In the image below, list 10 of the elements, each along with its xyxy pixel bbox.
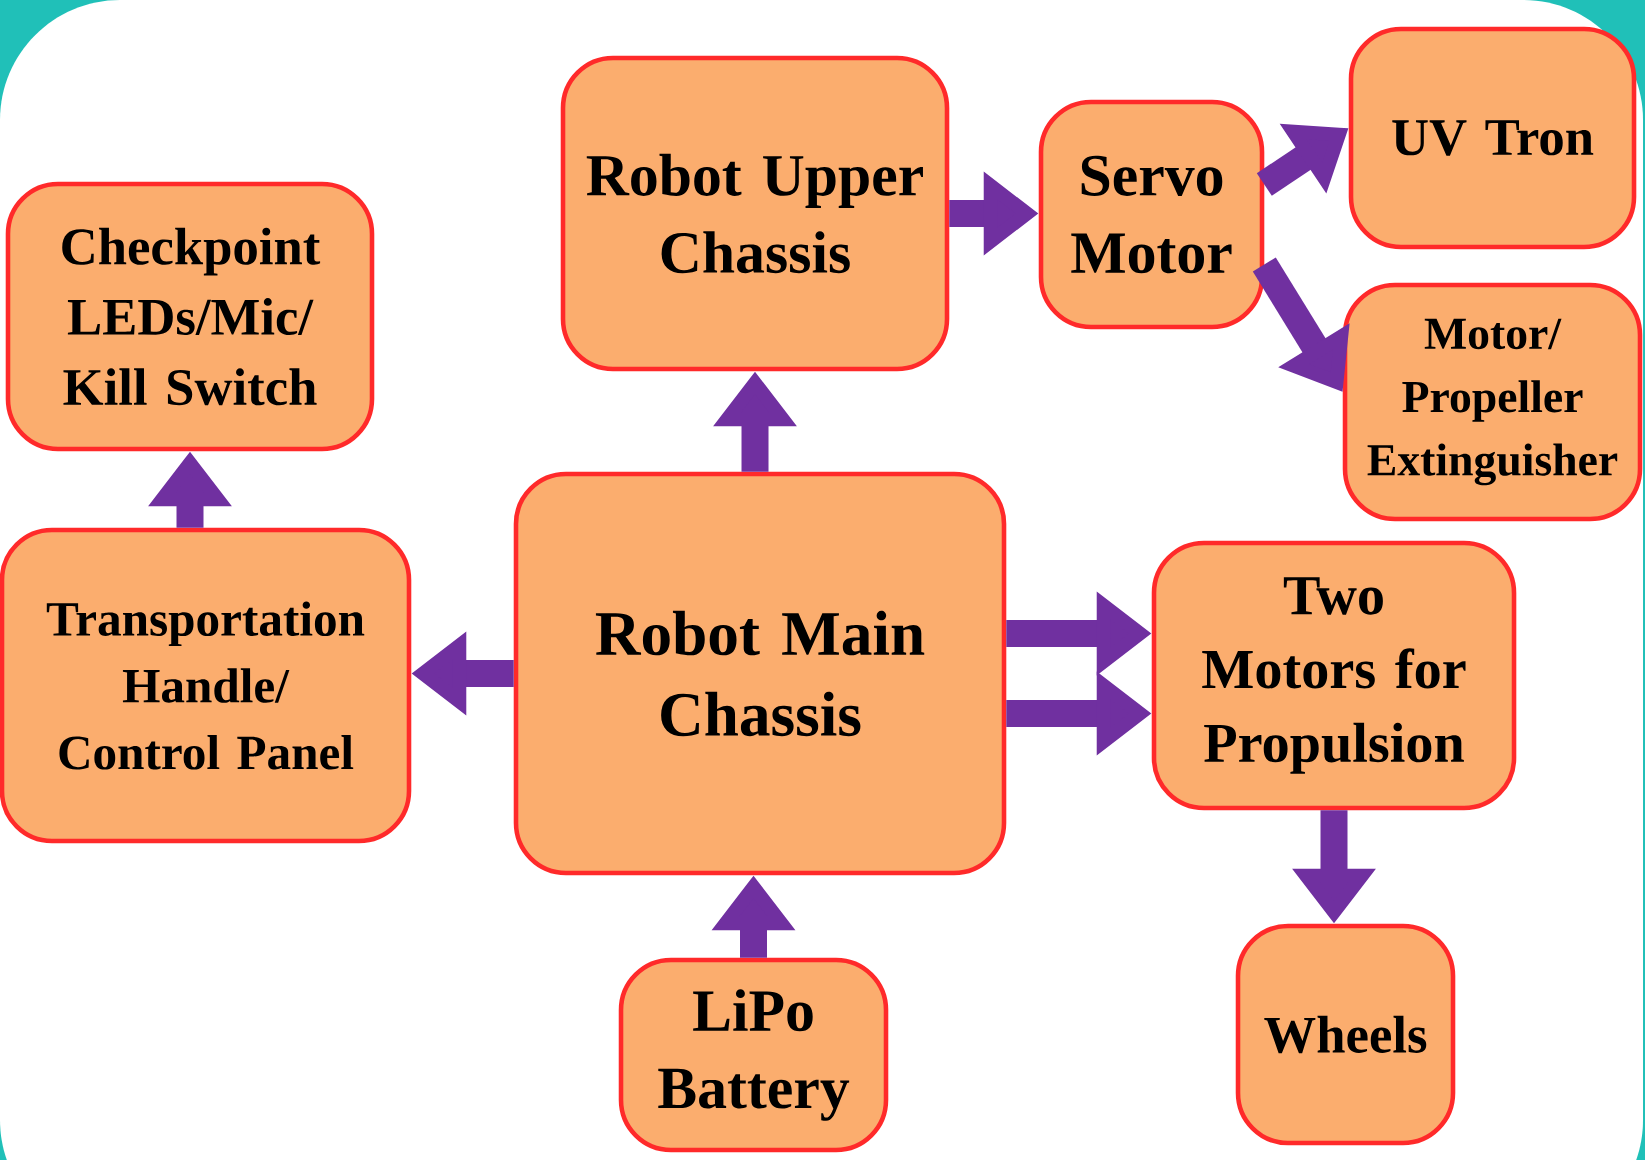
process-box: UV Tron	[1348, 26, 1637, 250]
process-box: Robot Main Chassis	[513, 471, 1007, 876]
process-box: Servo Motor	[1038, 99, 1265, 330]
process-box: Motor/ Propeller Extinguisher	[1342, 282, 1643, 522]
process-box: Wheels	[1235, 923, 1456, 1146]
process-box: Two Motors for Propulsion	[1151, 540, 1517, 811]
process-box: Transportation Handle/ Control Panel	[0, 527, 412, 844]
process-box: Robot Upper Chassis	[560, 55, 950, 372]
process-box: LiPo Battery	[618, 957, 889, 1153]
process-box: Checkpoint LEDs/Mic/ Kill Switch	[5, 181, 375, 452]
